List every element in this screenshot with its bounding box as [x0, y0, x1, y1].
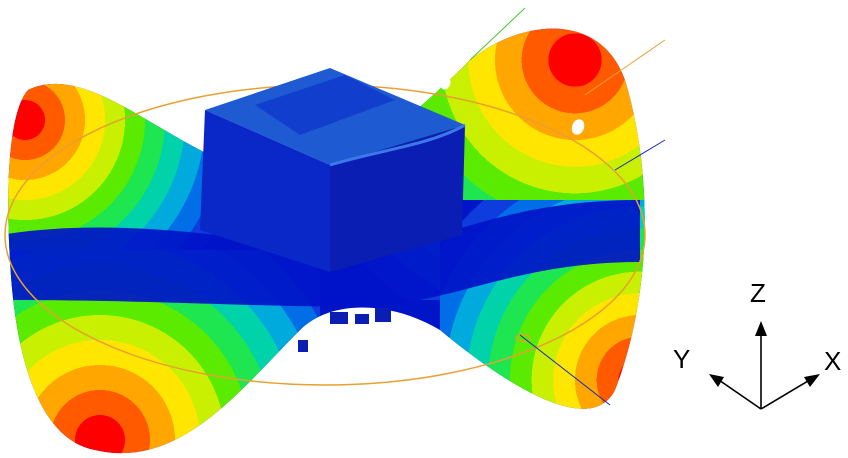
y-axis-label: Y — [673, 344, 690, 374]
box-side-face — [330, 125, 465, 272]
blue-diagonal-line — [519, 334, 611, 406]
x-axis-label: X — [824, 346, 841, 376]
underside-tabs — [298, 308, 391, 352]
green-helper-line — [469, 7, 526, 61]
z-axis-arrowhead — [755, 321, 767, 336]
x-axis-line — [760, 377, 814, 410]
box-front-face — [200, 110, 330, 272]
box-block — [200, 68, 466, 272]
orange-helper-line — [584, 39, 666, 96]
box-top-stripe — [255, 75, 395, 135]
blue-helper-line — [614, 139, 666, 171]
y-axis-line — [715, 377, 762, 410]
x-axis-arrowhead — [804, 374, 820, 387]
surface-hole — [441, 78, 451, 90]
ring-marker — [515, 333, 531, 343]
surface-hole — [571, 119, 585, 135]
box-bevel — [329, 123, 466, 167]
axis-triad — [709, 321, 820, 410]
z-axis-label: Z — [750, 278, 766, 308]
y-axis-arrowhead — [709, 374, 724, 387]
